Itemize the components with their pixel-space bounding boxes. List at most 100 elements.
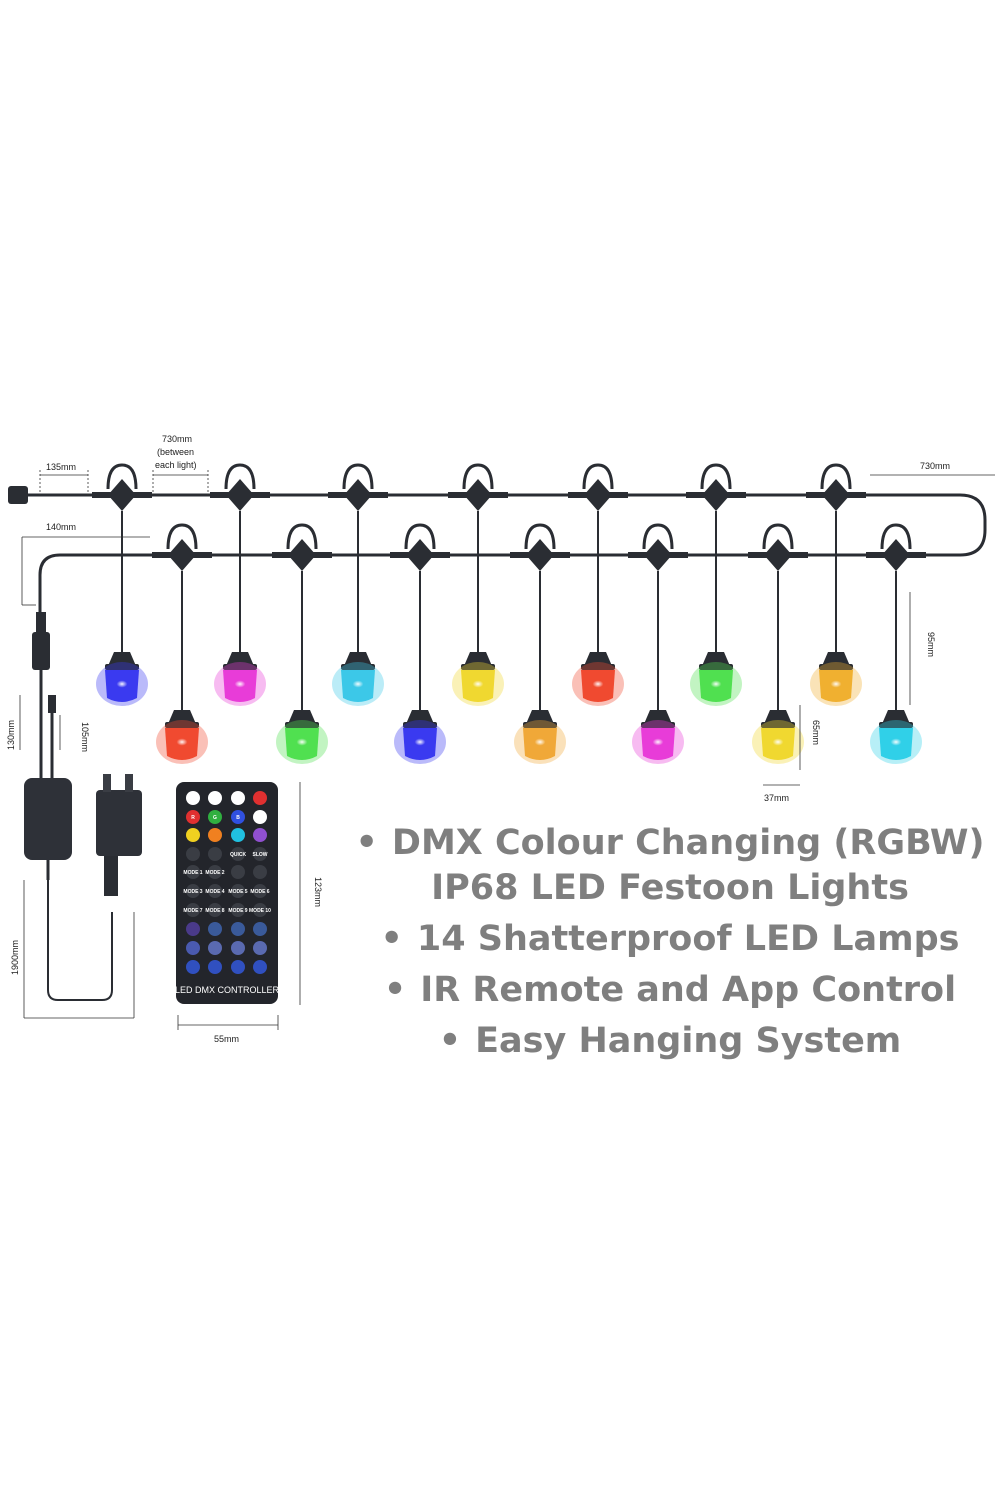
dim-730-note-1: (between xyxy=(157,447,194,457)
festoon-lamp xyxy=(210,463,270,706)
remote-label: LED DMX CONTROLLER xyxy=(175,985,280,995)
remote-button xyxy=(231,791,245,805)
remote-button xyxy=(231,903,245,917)
festoon-lamp xyxy=(448,463,508,706)
festoon-lamp xyxy=(686,463,746,706)
power-adapter xyxy=(96,790,142,856)
remote-button-label: MODE 5 xyxy=(228,889,247,895)
remote-button xyxy=(253,828,267,842)
remote-button-label: MODE 8 xyxy=(205,908,224,914)
dimension-lines xyxy=(19,470,995,1030)
remote-button xyxy=(208,847,222,861)
remote-button xyxy=(253,941,267,955)
dim-105: 105mm xyxy=(80,722,90,752)
remote-button-label: G xyxy=(213,815,217,821)
remote-button xyxy=(208,884,222,898)
dim-1900: 1900mm xyxy=(10,940,20,975)
remote-button xyxy=(186,960,200,974)
dim-140: 140mm xyxy=(46,522,76,532)
remote-button xyxy=(186,810,200,824)
festoon-lamp xyxy=(328,463,388,706)
bullet-icon: • xyxy=(355,823,378,863)
bottom-row-lamps xyxy=(152,523,926,764)
festoon-cable xyxy=(26,493,987,612)
remote-button xyxy=(208,922,222,936)
remote-button-label: MODE 9 xyxy=(228,908,247,914)
plug-end xyxy=(8,486,28,504)
remote-button-label: MODE 4 xyxy=(205,889,224,895)
remote-button-label: QUICK xyxy=(230,852,247,858)
remote-button-label: MODE 1 xyxy=(183,870,202,876)
remote-button xyxy=(186,828,200,842)
remote-button-label: MODE 2 xyxy=(205,870,224,876)
remote-button xyxy=(253,865,267,879)
feature-3: • IR Remote and App Control xyxy=(330,965,1000,1016)
feature-1-text: DMX Colour Changing (RGBW) xyxy=(391,823,985,863)
remote-button xyxy=(231,828,245,842)
feature-4: •Easy Hanging System xyxy=(330,1016,1000,1067)
bullet-icon: • xyxy=(380,919,403,959)
dim-123: 123mm xyxy=(313,877,323,907)
remote-button xyxy=(231,847,245,861)
remote-button xyxy=(231,922,245,936)
feature-3-text: IR Remote and App Control xyxy=(420,970,957,1010)
remote-button xyxy=(208,941,222,955)
dim-730-between: 730mm xyxy=(162,434,192,444)
remote-button-label: MODE 6 xyxy=(250,889,269,895)
dim-130: 130mm xyxy=(6,720,16,750)
remote-button xyxy=(231,941,245,955)
remote-button xyxy=(186,884,200,898)
dim-95: 95mm xyxy=(926,632,936,657)
remote-button xyxy=(253,791,267,805)
festoon-lamp xyxy=(748,523,808,764)
dim-55: 55mm xyxy=(214,1034,239,1044)
remote-button-label: MODE 7 xyxy=(183,908,202,914)
festoon-lamp xyxy=(806,463,866,706)
remote-button xyxy=(186,847,200,861)
bullet-icon: • xyxy=(438,1021,462,1061)
remote-button-label: W xyxy=(258,815,263,821)
festoon-lamp xyxy=(568,463,628,706)
remote-button xyxy=(231,810,245,824)
remote-button-label: OFF xyxy=(233,796,243,802)
dim-730-note-2: each light) xyxy=(155,460,197,470)
dim-65: 65mm xyxy=(811,720,821,745)
remote-button xyxy=(253,810,267,824)
remote-button xyxy=(186,903,200,917)
remote-button xyxy=(208,810,222,824)
remote-button xyxy=(253,847,267,861)
remote-button xyxy=(186,791,200,805)
festoon-lamp xyxy=(628,523,688,764)
feature-list: • DMX Colour Changing (RGBW) IP68 LED Fes… xyxy=(330,818,1000,1067)
remote-button xyxy=(186,922,200,936)
festoon-lamp xyxy=(272,523,332,764)
remote-button xyxy=(253,922,267,936)
remote-button-label: MODE 10 xyxy=(249,908,271,914)
remote-button xyxy=(208,865,222,879)
remote-button xyxy=(231,884,245,898)
top-row-lamps xyxy=(92,463,866,706)
festoon-lamp xyxy=(152,523,212,764)
feature-1b: IP68 LED Festoon Lights xyxy=(330,863,1000,914)
remote-button xyxy=(231,960,245,974)
bullet-icon: • xyxy=(383,970,407,1010)
remote-button xyxy=(231,865,245,879)
remote-button-label: SLOW xyxy=(253,852,268,858)
feature-1b-text: IP68 LED Festoon Lights xyxy=(431,868,909,908)
dim-135: 135mm xyxy=(46,462,76,472)
feature-2: • 14 Shatterproof LED Lamps xyxy=(330,914,1000,965)
festoon-lamp xyxy=(866,523,926,764)
remote-button xyxy=(208,960,222,974)
feature-2-text: 14 Shatterproof LED Lamps xyxy=(416,919,960,959)
remote-button-label: B xyxy=(236,815,240,821)
dim-37: 37mm xyxy=(764,793,789,803)
remote-button-label: R xyxy=(191,815,195,821)
remote-button xyxy=(208,828,222,842)
dim-730-right: 730mm xyxy=(920,461,950,471)
remote-button xyxy=(186,941,200,955)
remote-button xyxy=(186,865,200,879)
festoon-lamp xyxy=(92,463,152,706)
remote-button xyxy=(208,791,222,805)
dmx-controller-box xyxy=(24,778,72,860)
